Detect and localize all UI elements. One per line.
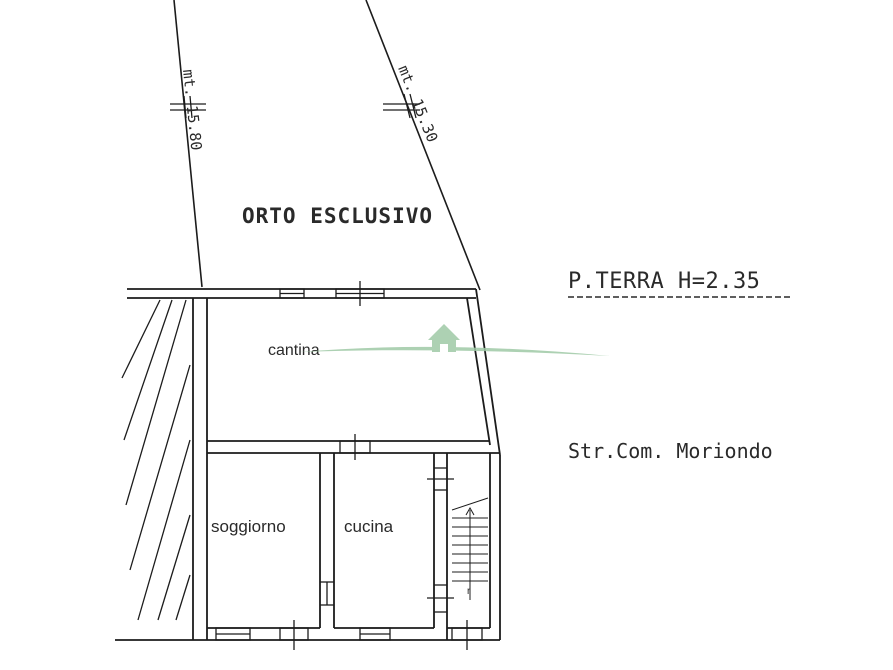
svg-text:r: r: [467, 586, 471, 597]
dimension-tick-right: [383, 93, 420, 119]
watermark: [300, 324, 610, 356]
street-label: Str.Com. Moriondo: [568, 439, 773, 463]
garden-label: ORTO ESCLUSIVO: [242, 204, 433, 228]
hatched-strip: [121, 299, 191, 621]
house-icon: [428, 324, 460, 352]
room-label-cucina: cucina: [344, 517, 394, 536]
room-label-cantina: cantina: [268, 342, 320, 359]
floor-label: P.TERRA H=2.35: [568, 269, 760, 294]
staircase: r: [451, 497, 489, 600]
boundary-left-line: [173, 0, 203, 288]
room-label-soggiorno: soggiorno: [211, 517, 286, 536]
boundary-right-line: [365, 0, 481, 291]
watermark-swoosh: [300, 346, 610, 356]
dimension-tick-left: [170, 95, 206, 119]
boundary-lines: mt. 15.80 mt. 15.30: [170, 0, 481, 291]
windows: [215, 281, 483, 650]
